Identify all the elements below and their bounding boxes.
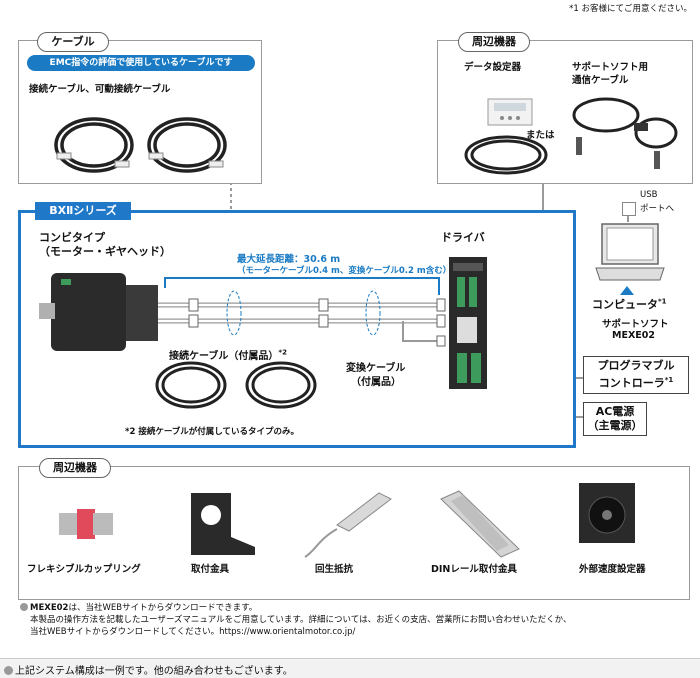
mexe-line2: 本製品の操作方法を記載したユーザーズマニュアルをご用意しています。詳細については… (30, 615, 572, 625)
cable-caption: 接続ケーブル、可動接続ケーブル (29, 84, 171, 95)
resistor-image (304, 492, 392, 558)
combi-label-2: （モーター・ギヤヘッド） (39, 245, 171, 258)
bullet-icon (4, 666, 13, 675)
conv-cable-label-1: 変換ケーブル (346, 363, 406, 374)
coupling-image (59, 509, 113, 539)
peripheral-item-4: 外部速度設定器 (579, 564, 646, 575)
computer-label: コンピュータ*1 (592, 296, 667, 312)
max-length-detail: （モーターケーブル0.4 m、変換ケーブル0.2 m含む） (237, 266, 452, 276)
usb-port-box (622, 202, 636, 216)
peripheral-bottom-title: 周辺機器 (39, 458, 111, 478)
driver-label: ドライバ (441, 231, 485, 244)
mexe-note-line1: MEXE02は、当社WEBサイトからダウンロードできます。 (20, 602, 688, 614)
mexe02-label: MEXE02 (612, 330, 655, 341)
plc-label-2-wrap: コントローラ*1 (584, 373, 688, 391)
system-note-bar: 上記システム構成は一例です。他の組み合わせもございます。 (0, 658, 700, 678)
conn-cable-sup: *2 (278, 348, 287, 357)
combi-label-1: コンビタイプ (39, 231, 105, 244)
bullet-icon (20, 603, 28, 611)
or-text: または (526, 130, 555, 141)
conn-cable-text: 接続ケーブル（付属品） (169, 351, 279, 362)
computer-text: コンピュータ (592, 298, 658, 311)
cable-coil-image (54, 117, 227, 173)
ac-power-label-2: （主電源） (587, 419, 643, 432)
series-diagram (39, 257, 487, 409)
peripheral-item-2: 回生抵抗 (315, 564, 354, 575)
series-box: BXⅡシリーズ コンビタイプ （モーター・ギヤヘッド） ドライバ 最大延長距離：… (18, 202, 576, 448)
max-length: 最大延長距離：30.6 m (237, 254, 341, 265)
mexe-bold: MEXE02 (30, 603, 69, 613)
laptop-icon (595, 223, 665, 281)
conv-cable-label-2: （付属品） (351, 377, 401, 388)
bracket-image (191, 493, 255, 555)
peripheral-bottom-panel: 周辺機器 フレキシブルカップリング 取付金具 回生抵抗 (18, 458, 690, 600)
cable-panel: ケーブル EMC指令の評価で使用しているケーブルです 接続ケーブル、可動接続ケー… (18, 32, 262, 184)
series-title: BXⅡシリーズ (35, 202, 131, 220)
plc-callout: プログラマブル コントローラ*1 (583, 356, 689, 394)
top-note: *1 お客様にてご用意ください。 (569, 4, 692, 14)
data-setter-label: データ設定器 (464, 62, 522, 73)
plc-label-2: コントローラ (598, 376, 665, 390)
support-cable-label-2: 通信ケーブル (572, 75, 629, 86)
mexe-line3: 当社WEBサイトからダウンロードしてください。https://www.orien… (30, 627, 356, 637)
peripheral-top-panel: 周辺機器 データ設定器 サポートソフト用 通信ケーブル または (437, 32, 693, 184)
peripheral-item-3: DINレール取付金具 (431, 564, 517, 575)
data-setter-and-cable-image (464, 97, 678, 175)
peripheral-item-1: 取付金具 (191, 564, 230, 575)
usb-label-1: USB (640, 190, 658, 200)
plc-sup: *1 (664, 376, 674, 384)
computer-sup: *1 (658, 297, 667, 306)
din-bracket-image (440, 490, 520, 558)
support-software-label: サポートソフト (602, 319, 669, 330)
peripheral-item-0: フレキシブルカップリング (27, 564, 141, 575)
ac-power-callout: AC電源 （主電源） (583, 402, 647, 436)
peripheral-top-title: 周辺機器 (458, 32, 530, 52)
plc-label-1: プログラマブル (597, 359, 675, 372)
speed-setter-image (579, 483, 635, 543)
conn-cable-label: 接続ケーブル（付属品）*2 (169, 347, 287, 362)
system-note-text: 上記システム構成は一例です。他の組み合わせもございます。 (15, 666, 293, 677)
support-cable-label-1: サポートソフト用 (572, 62, 649, 73)
peripheral-images (59, 483, 635, 558)
emc-badge: EMC指令の評価で使用しているケーブルです (27, 55, 255, 71)
cable-panel-title: ケーブル (37, 32, 109, 52)
ac-power-label-1: AC電源 (595, 405, 635, 418)
footnote-2: *2 接続ケーブルが付属しているタイプのみ。 (125, 427, 300, 437)
mexe-notes: MEXE02は、当社WEBサイトからダウンロードできます。 本製品の操作方法を記… (20, 602, 688, 638)
system-note: 上記システム構成は一例です。他の組み合わせもございます。 (4, 662, 293, 677)
arrow-up-icon (620, 286, 634, 295)
usb-label-2: ポートへ (640, 204, 675, 214)
mexe-line1: は、当社WEBサイトからダウンロードできます。 (68, 603, 258, 613)
